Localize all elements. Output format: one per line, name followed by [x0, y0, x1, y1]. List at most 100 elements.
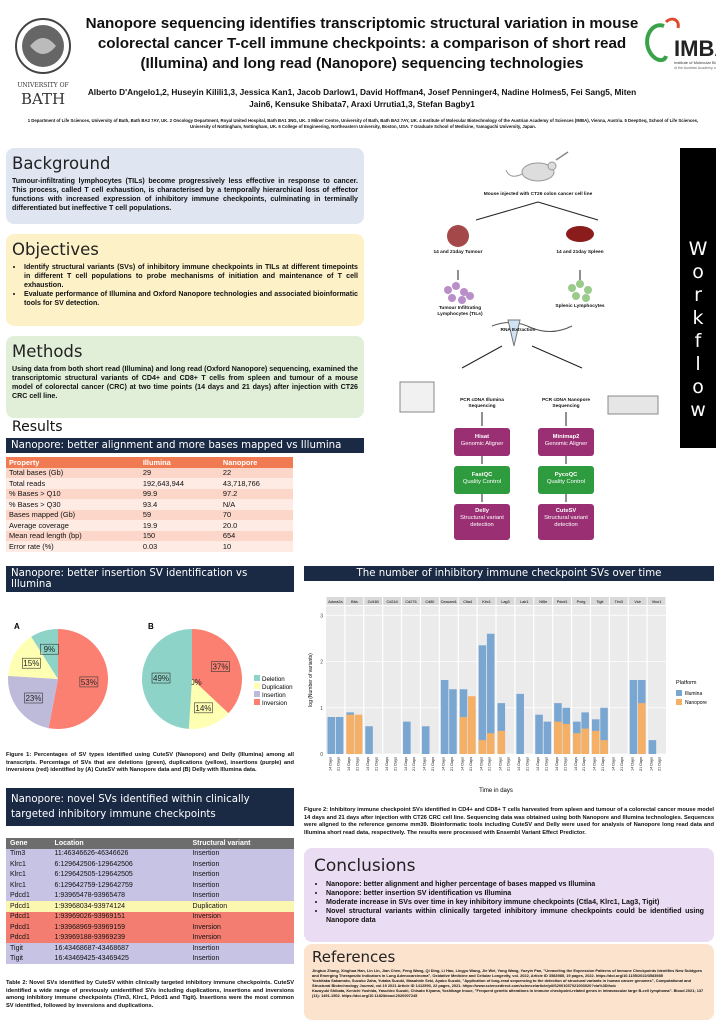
references-heading: References [312, 948, 396, 966]
methods-section: Methods Using data from both short read … [6, 336, 364, 418]
table-cell: Insertion [188, 943, 294, 954]
alignment-table: Property Illumina Nanopore Total bases (… [6, 457, 293, 552]
x-tick-label: 21 Days [525, 757, 529, 771]
novel-sv-title: Nanopore: novel SVs identified within cl… [6, 788, 294, 826]
table-cell: Tim3 [6, 848, 51, 859]
x-tick-label: 21 Days [355, 757, 359, 771]
table-cell: 1:93969188-93969239 [50, 932, 189, 943]
novel-sv-panel: Nanopore: novel SVs identified within cl… [6, 788, 294, 1010]
x-tick-label: 14 Days [555, 757, 559, 771]
x-tick-label: 21 Days [469, 757, 473, 771]
table-cell: Insertion [188, 848, 294, 859]
pie-slice [192, 629, 242, 714]
nanopore-seq-label: PCR cDNA Nanopore Sequencing [541, 398, 591, 409]
sv-type-pie-charts: A53%23%15%9%B37%14%0%49%DeletionDuplicat… [7, 622, 293, 729]
legend-swatch [254, 699, 260, 705]
svg-text:of the Austrian Academy of Sci: of the Austrian Academy of Sciences [674, 66, 716, 70]
illumina-seq-label: PCR cDNA Illumina Sequencing [460, 398, 504, 409]
university-of-bath-logo: UNIVERSITY OF BATH [10, 16, 76, 108]
methods-heading: Methods [12, 342, 83, 361]
table-cell: Tigit [6, 943, 51, 954]
splenic-label: Splenic Lymphocytes [555, 304, 605, 309]
table-header: Gene [6, 838, 51, 849]
table-cell: Inversion [188, 932, 294, 943]
svg-text:UNIVERSITY OF: UNIVERSITY OF [17, 82, 68, 89]
pie-slice-label: 49% [153, 674, 169, 683]
x-tick-label: 14 Days [404, 757, 408, 771]
table-cell: Pdcd1 [6, 922, 51, 933]
sv-time-title: The number of inhibitory immune checkpoi… [304, 566, 714, 581]
legend-label: Nanopore [685, 700, 707, 706]
facet-label: Pvrig [577, 600, 586, 604]
bar-illumina [327, 717, 336, 754]
table-cell: 6:129642759-129642759 [50, 880, 189, 891]
pie-label-box [24, 692, 43, 704]
facet-label: Tim3 [615, 600, 623, 604]
x-tick-label: 14 Days [423, 757, 427, 771]
y-axis-label: log (Number of variants) [308, 653, 314, 707]
bar-nanopore [573, 733, 581, 754]
table-cell: Inversion [188, 911, 294, 922]
table-cell: 1:93965478-93965478 [50, 890, 189, 901]
table-cell: 16:43469425-43469425 [50, 953, 189, 964]
table-cell: N/A [219, 499, 293, 510]
pie-label-box [194, 702, 213, 714]
pie-slice-label: 14% [195, 704, 211, 713]
table-cell: 16:43468687-43468687 [50, 943, 189, 954]
facet-strip [345, 597, 364, 605]
x-tick-label: 21 Days [450, 757, 454, 771]
table-cell: Error rate (%) [6, 541, 140, 552]
facet-label: Btla [351, 600, 358, 604]
mouse-label: Mouse injected with CT26 colon cancer ce… [483, 192, 593, 197]
conclusion-item: Nanopore: better insertion SV identifica… [326, 889, 704, 898]
pie-label-box [151, 672, 171, 684]
objectives-heading: Objectives [12, 240, 99, 259]
pie-slice-label: 9% [44, 645, 56, 654]
pie-slice-label: 23% [25, 694, 41, 703]
facet-strip [628, 597, 647, 605]
table-header: Location [50, 838, 189, 849]
table-cell: Pdcd1 [6, 901, 51, 912]
bar-illumina [449, 689, 457, 754]
bar-nanopore [591, 730, 600, 754]
table-cell: 29 [139, 467, 220, 478]
table-cell: Insertion [188, 953, 294, 964]
conclusions-heading: Conclusions [314, 856, 416, 876]
y-tick-label: 2 [320, 660, 323, 666]
legend-swatch [676, 699, 682, 705]
bar-illumina [440, 680, 449, 754]
svg-text:IMBA: IMBA [674, 36, 716, 61]
table-cell: 1:93968969-93969159 [50, 922, 189, 933]
bar-nanopore [600, 740, 608, 754]
legend-swatch [676, 690, 682, 696]
x-tick-label: 21 Days [393, 757, 397, 771]
table-cell: 10 [219, 541, 293, 552]
facet-label: Ctla4 [463, 600, 472, 604]
workflow-side-letter: o [692, 261, 704, 283]
bar-nanopore [346, 714, 354, 754]
x-tick-label: 14 Days [517, 757, 521, 771]
table-cell: 0.03 [139, 541, 220, 552]
legend-label: Duplication [262, 684, 293, 691]
bar-illumina [478, 645, 487, 754]
x-tick-label: 14 Days [631, 757, 635, 771]
x-tick-label: 14 Days [498, 757, 502, 771]
tumour-label: 14 and 21day Tumour [433, 250, 483, 255]
facet-label: Cd244 [387, 600, 398, 604]
table-cell: 19.9 [139, 520, 220, 531]
x-tick-label: 21 Days [337, 757, 341, 771]
x-tick-label: 14 Days [442, 757, 446, 771]
x-tick-label: 21 Days [658, 757, 662, 771]
poster-title: Nanopore sequencing identifies transcrip… [85, 15, 639, 72]
author-list: Alberto D'Angelo1,2, Huseyin Kilili1,3, … [87, 87, 637, 109]
table-cell: Klrc1 [6, 859, 51, 870]
facet-strip [609, 597, 628, 605]
objectives-section: Objectives Identify structural variants … [6, 234, 364, 326]
sv-time-panel: The number of inhibitory immune checkpoi… [304, 566, 714, 837]
